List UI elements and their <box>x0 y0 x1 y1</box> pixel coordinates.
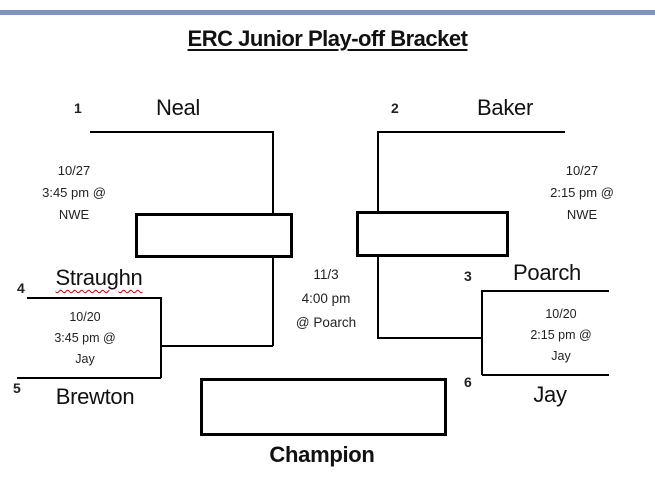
game-time: 2:15 pm @ <box>550 185 614 200</box>
game-venue: NWE <box>58 207 90 222</box>
seed-number-5: 5 <box>13 380 21 396</box>
game-time: 4:00 pm <box>301 291 351 306</box>
neal-underline-connector <box>90 131 274 133</box>
game-venue: NWE <box>566 207 598 222</box>
seed-number-3: 3 <box>464 268 472 284</box>
game-date: 10/20 <box>545 307 577 321</box>
game-venue: @ Poarch <box>295 315 357 330</box>
right-quarterfinal-feed-connector <box>377 337 482 339</box>
page-title: ERC Junior Play-off Bracket <box>187 26 468 51</box>
brewton-line-connector <box>17 377 161 379</box>
champion-label: Champion <box>269 442 375 467</box>
slide-top-border <box>0 10 655 15</box>
left-quarterfinal-bracket-connector <box>160 297 162 378</box>
semifinal-right-game-info: 10/27 2:15 pm @ NWE <box>550 160 614 226</box>
game-venue: Jay <box>75 352 95 366</box>
winner-slot-left <box>135 213 293 258</box>
final-game-info: 11/3 4:00 pm @ Poarch <box>296 263 356 335</box>
seed-number-2: 2 <box>391 100 399 116</box>
jay-line-connector <box>482 374 609 376</box>
game-date: 10/27 <box>57 163 91 178</box>
left-box-drop-connector <box>272 258 274 346</box>
right-quarterfinal-bracket-connector <box>481 290 483 375</box>
right-box-drop-connector <box>377 256 379 338</box>
game-time: 3:45 pm @ <box>54 331 116 345</box>
quarterfinal-left-game-info: 10/20 3:45 pm @ Jay <box>54 307 115 370</box>
team-name-straughn: Straughn <box>55 265 143 290</box>
poarch-underline-connector <box>482 290 609 292</box>
game-time: 2:15 pm @ <box>530 328 592 342</box>
seed-number-4: 4 <box>17 280 25 296</box>
neal-drop-connector <box>272 131 274 213</box>
baker-underline-connector <box>378 131 565 133</box>
team-name-neal: Neal <box>155 95 201 120</box>
game-date: 10/20 <box>69 310 101 324</box>
champion-slot <box>200 378 447 436</box>
team-name-baker: Baker <box>477 95 533 120</box>
semifinal-left-game-info: 10/27 3:45 pm @ NWE <box>42 160 106 226</box>
team-name-brewton: Brewton <box>55 384 135 409</box>
left-quarterfinal-feed-connector <box>160 345 273 347</box>
game-date: 10/27 <box>565 163 599 178</box>
game-venue: Jay <box>551 349 571 363</box>
baker-drop-connector <box>377 131 379 212</box>
winner-slot-right <box>356 211 509 257</box>
seed-number-6: 6 <box>464 374 472 390</box>
team-name-poarch: Poarch <box>513 260 581 285</box>
straughn-underline-connector <box>27 297 161 299</box>
game-time: 3:45 pm @ <box>42 185 106 200</box>
quarterfinal-right-game-info: 10/20 2:15 pm @ Jay <box>530 304 591 367</box>
team-name-jay: Jay <box>533 382 567 407</box>
seed-number-1: 1 <box>74 100 82 116</box>
game-date: 11/3 <box>313 267 339 282</box>
